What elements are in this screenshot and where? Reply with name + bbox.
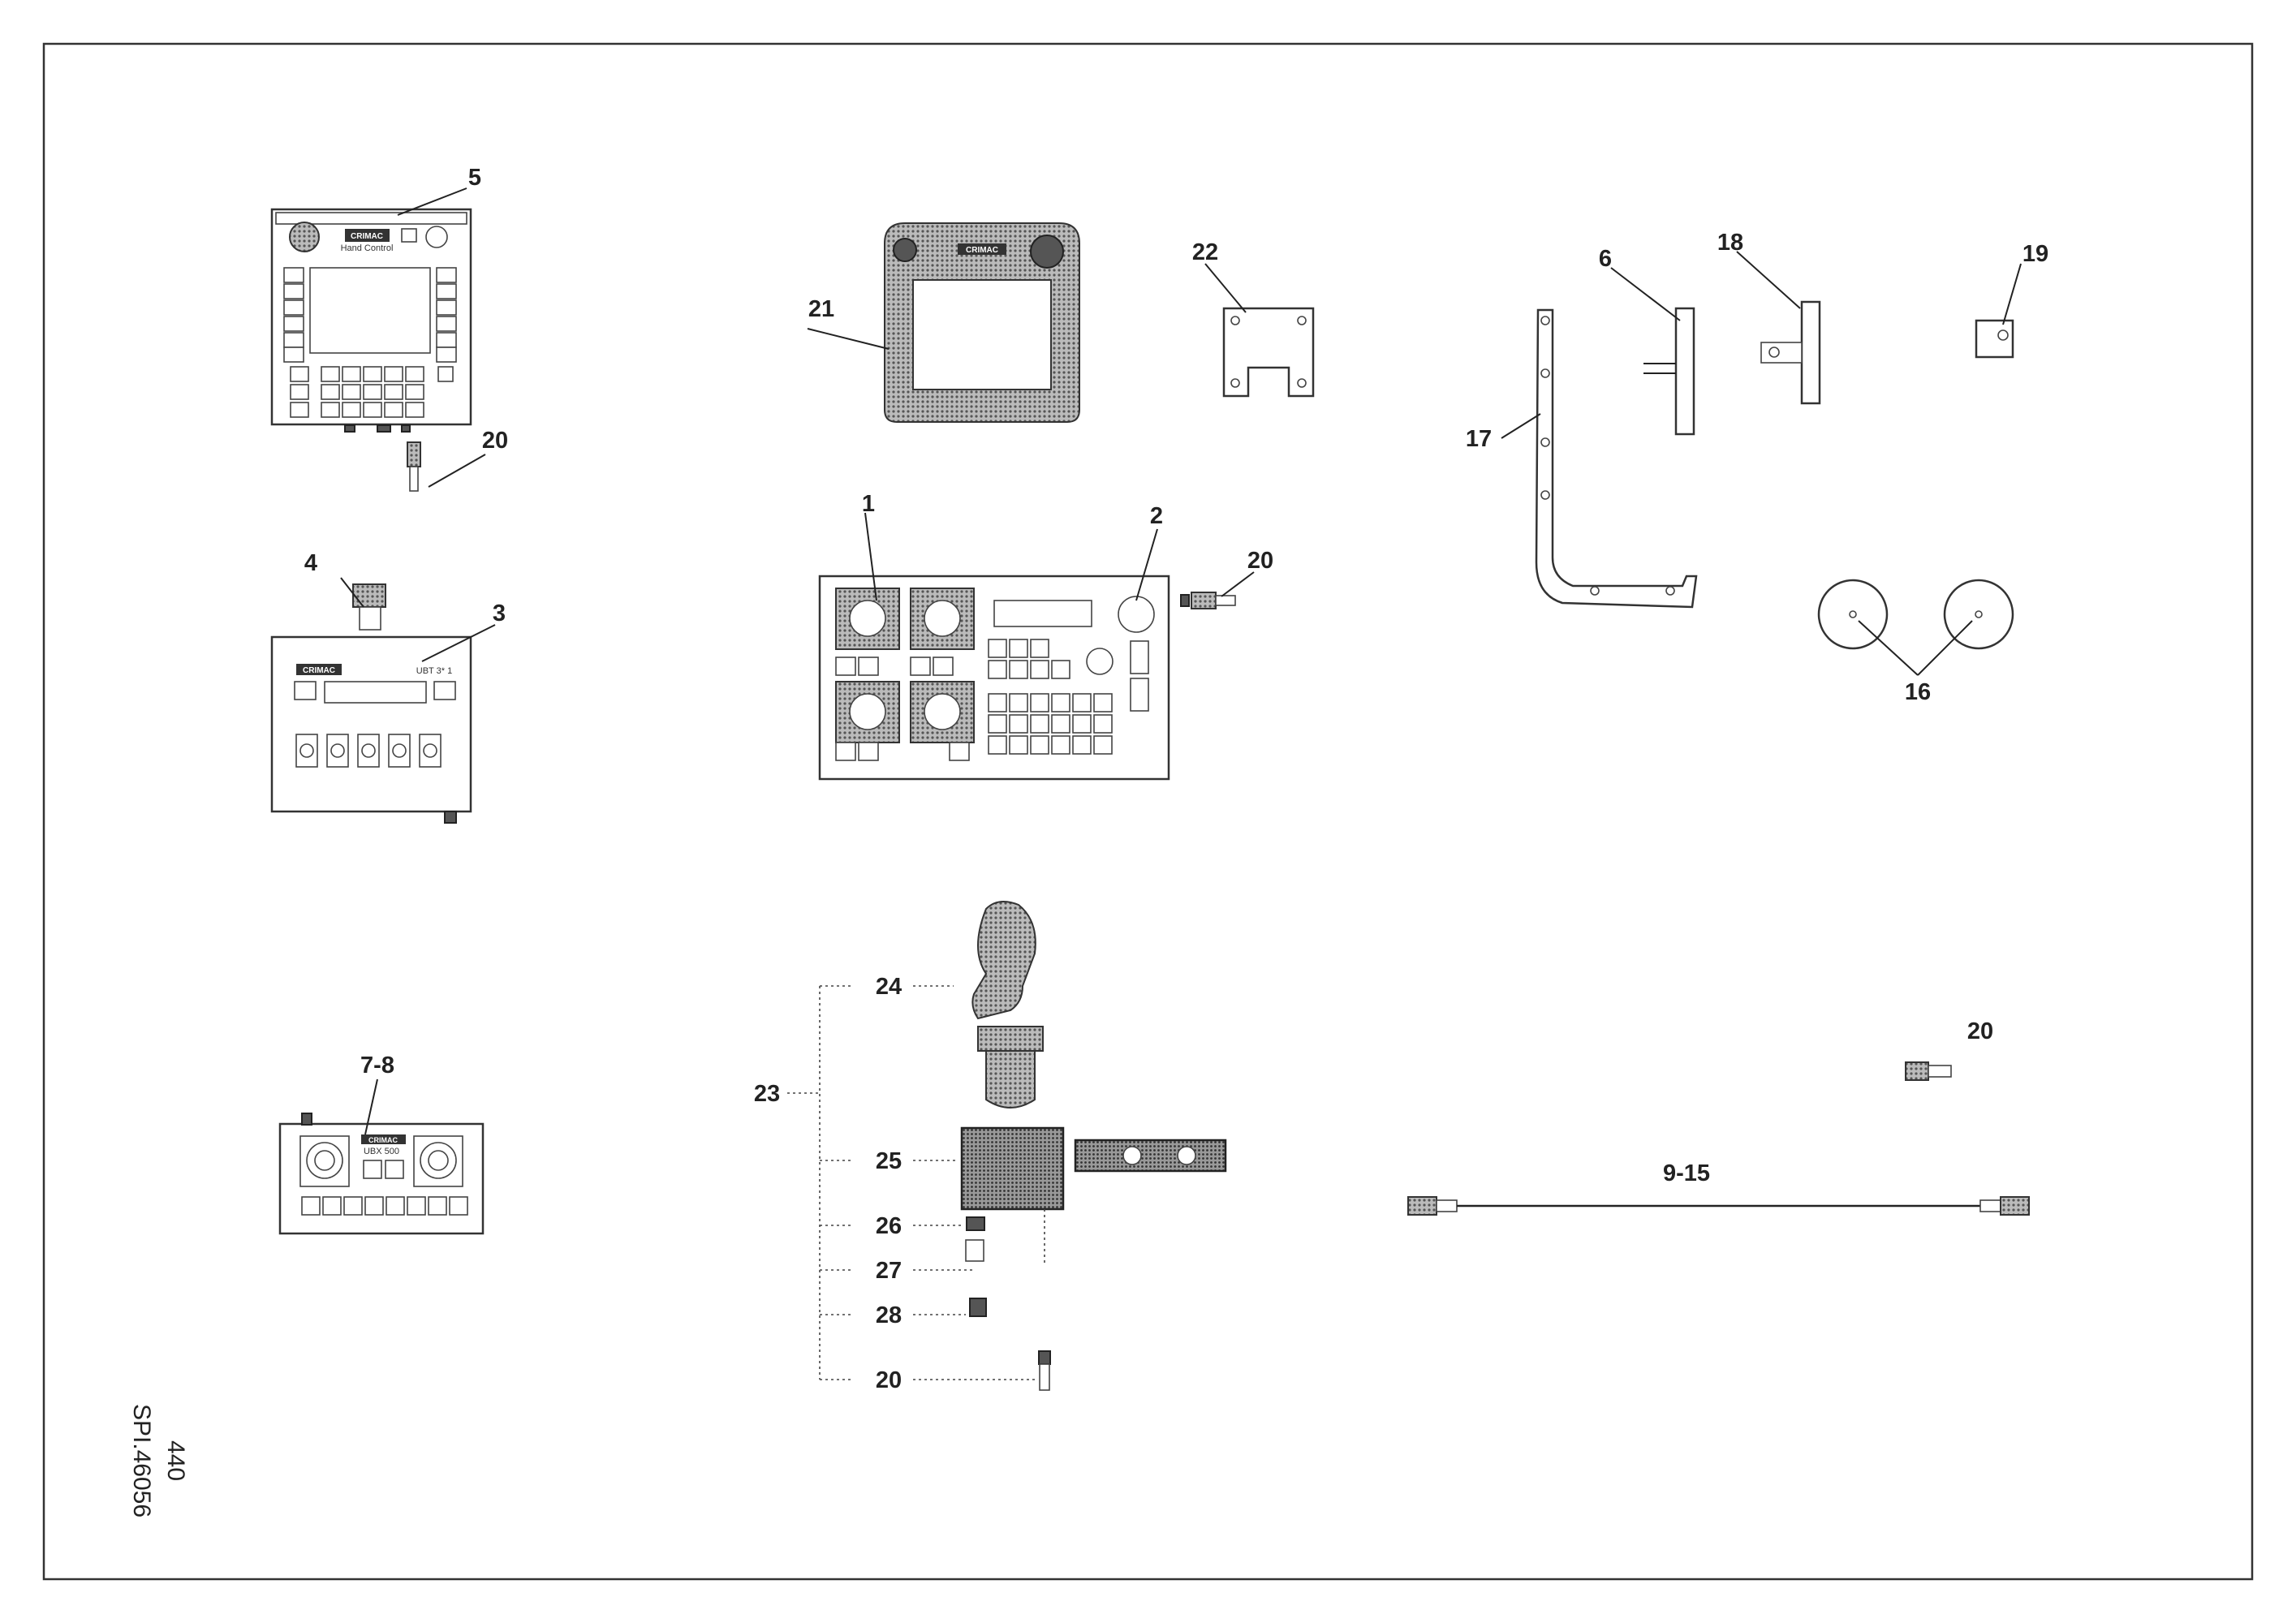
callout-7-8: 7-8 <box>360 1053 394 1078</box>
part-7-8-model-text: UBX 500 <box>364 1147 399 1156</box>
part-1-main-console <box>818 575 1236 781</box>
callout-18: 18 <box>1717 230 1743 256</box>
drawing-border <box>42 42 2254 1581</box>
part-3-control-box: CRIMAC UBT 3* 1 <box>270 583 472 824</box>
callout-17: 17 <box>1466 426 1492 452</box>
callout-2: 2 <box>1150 503 1163 529</box>
callout-labels: 5 20 4 3 7-8 21 22 1 2 20 17 6 18 19 16 … <box>304 165 2048 1393</box>
callout-20-joystick: 20 <box>876 1367 902 1393</box>
brand-logo-text: CRIMAC <box>351 232 383 241</box>
callout-26: 26 <box>876 1213 902 1239</box>
callout-20-console: 20 <box>1247 548 1273 574</box>
part-19-square-plate <box>1975 319 2014 359</box>
part-23-joystick-assembly <box>960 901 1227 1391</box>
part-17-arm-bracket <box>1535 308 1698 609</box>
drawing-code: SPI.46056 <box>128 1404 155 1518</box>
callout-22: 22 <box>1192 239 1218 265</box>
part-7-8-small-control: CRIMAC UBX 500 <box>278 1113 485 1235</box>
callout-20-standalone: 20 <box>1967 1018 1993 1044</box>
callout-21: 21 <box>808 296 834 322</box>
joystick-dotted-leaders <box>787 985 1035 1380</box>
callout-4: 4 <box>304 550 317 576</box>
part-5-hand-control: CRIMAC Hand Control <box>270 208 472 492</box>
callout-20-hand-control: 20 <box>482 428 508 454</box>
callout-25: 25 <box>876 1148 902 1174</box>
callout-27: 27 <box>876 1258 902 1284</box>
part-22-holes <box>1230 316 1307 388</box>
callout-24: 24 <box>876 974 902 1000</box>
part-17-holes <box>1540 316 1675 596</box>
callout-9-15: 9-15 <box>1663 1160 1710 1186</box>
brand-logo-text: CRIMAC <box>368 1136 398 1144</box>
part-22-h-bracket <box>1222 307 1315 398</box>
leader-lines <box>340 187 2022 1135</box>
part-20-connector <box>1905 1061 1952 1081</box>
callout-6: 6 <box>1599 246 1612 272</box>
callout-16: 16 <box>1905 679 1931 705</box>
part-9-15-cable <box>1407 1196 2030 1216</box>
part-3-model-text: UBT 3* 1 <box>416 666 452 676</box>
part-6-strip <box>1674 307 1695 436</box>
part-19-hole <box>1997 329 2009 341</box>
brand-logo-text: CRIMAC <box>966 246 998 255</box>
callout-19: 19 <box>2022 241 2048 267</box>
callout-3: 3 <box>493 601 506 626</box>
callout-28: 28 <box>876 1302 902 1328</box>
callout-1: 1 <box>862 491 875 517</box>
part-21-touch-panel: CRIMAC <box>884 222 1080 423</box>
brand-logo <box>345 229 390 242</box>
page-number: 440 <box>162 1440 189 1481</box>
callout-5: 5 <box>468 165 481 191</box>
part-18-hinge-bracket <box>1760 300 1821 405</box>
callout-23: 23 <box>754 1081 780 1107</box>
drawing-reference: SPI.46056 440 <box>128 1404 189 1518</box>
part-5-panel-text: Hand Control <box>341 243 394 253</box>
brand-logo-text: CRIMAC <box>303 666 335 675</box>
